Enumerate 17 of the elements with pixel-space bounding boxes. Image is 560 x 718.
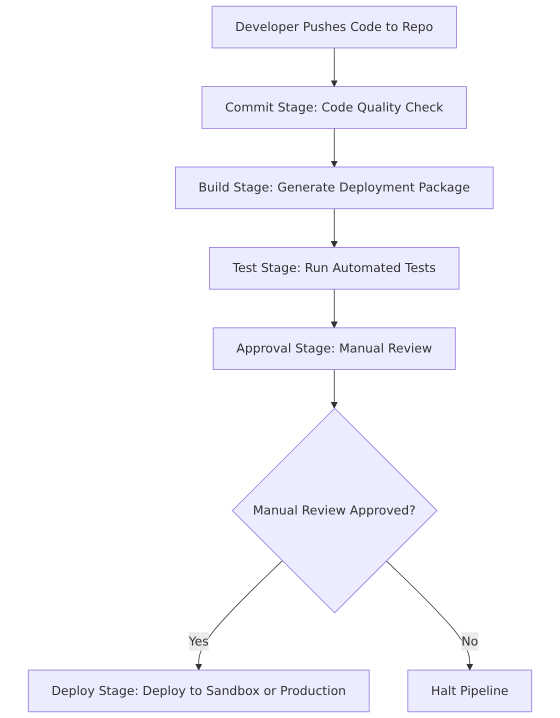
node-box: Commit Stage: Code Quality Check (202, 86, 467, 129)
arrow (330, 288, 338, 328)
node-box: Approval Stage: Manual Review (212, 327, 456, 370)
arrow (330, 369, 338, 409)
arrow (330, 48, 338, 87)
arrow (195, 560, 283, 670)
node-box: Test Stage: Run Automated Tests (209, 247, 460, 290)
arrow (330, 208, 338, 248)
node-box: Halt Pipeline (407, 670, 532, 712)
node-box: Developer Pushes Code to Repo (212, 6, 457, 48)
node-diamond: Manual Review Approved? (232, 408, 438, 614)
edge-label: Yes (188, 634, 209, 648)
arrow (330, 128, 338, 168)
edge-label: No (461, 634, 478, 648)
node-box: Deploy Stage: Deploy to Sandbox or Production (28, 670, 370, 712)
node-box: Build Stage: Generate Deployment Package (174, 166, 494, 210)
arrow (386, 560, 474, 670)
